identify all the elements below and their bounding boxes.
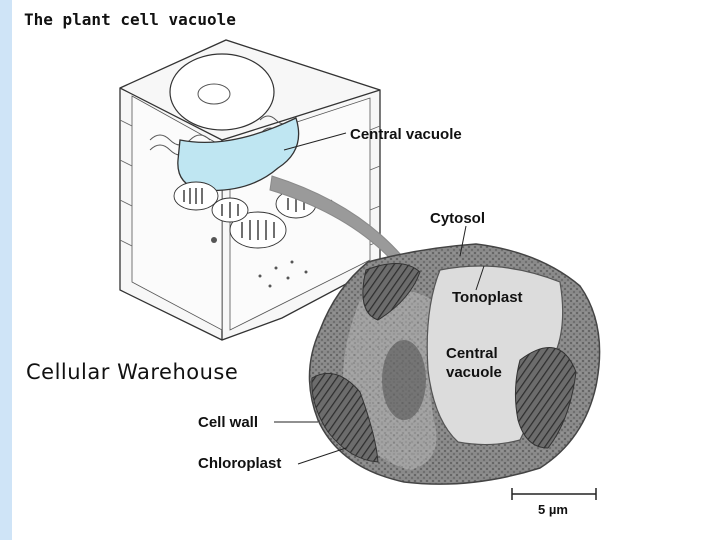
- label-leader-lines: [274, 225, 485, 465]
- label-cytosol: Cytosol: [430, 210, 485, 227]
- cell-drawing: [119, 39, 381, 341]
- label-scale-bar: 5 µm: [538, 502, 568, 517]
- label-cell-wall: Cell wall: [198, 414, 258, 431]
- label-central-vacuole-line2: vacuole: [446, 364, 502, 381]
- label-chloroplast: Chloroplast: [198, 455, 281, 472]
- label-central-vacuole-line1: Central: [446, 345, 498, 362]
- left-accent-bar: [0, 0, 12, 540]
- scale-bar: [511, 488, 597, 500]
- label-tonoplast: Tonoplast: [452, 289, 523, 306]
- slide-subtitle: Cellular Warehouse: [26, 360, 239, 384]
- slide-title: The plant cell vacuole: [24, 10, 236, 29]
- label-central-vacuole-top: Central vacuole: [350, 126, 462, 143]
- micrograph: [308, 243, 601, 485]
